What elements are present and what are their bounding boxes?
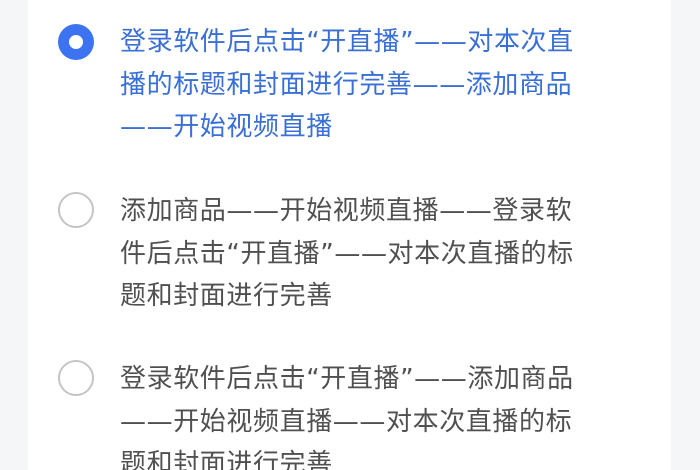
option-2-line-1: 添加商品——开始视频直播——登录软 [120, 196, 573, 226]
option-2-label: 添加商品——开始视频直播——登录软 件后点击“开直播”——对本次直播的标 题和封… [120, 190, 620, 318]
radio-checked-icon[interactable] [58, 24, 94, 60]
option-3-line-2: ——开始视频直播——对本次直播的标 [120, 406, 573, 437]
question-options-card: 登录软件后点击“开直播”——对本次直 播的标题和封面进行完善——添加商品 ——开… [28, 0, 671, 470]
radio-unchecked-icon[interactable] [58, 192, 94, 228]
option-3-line-3: 题和封面进行完善 [120, 449, 333, 470]
option-1-label: 登录软件后点击“开直播”——对本次直 播的标题和封面进行完善——添加商品 ——开… [120, 21, 620, 149]
option-2-line-2: 件后点击“开直播”——对本次直播的标 [120, 238, 574, 269]
option-1-line-3: ——开始视频直播 [120, 112, 333, 142]
option-1-line-1: 登录软件后点击“开直播”——对本次直 [120, 27, 574, 57]
option-3[interactable]: 登录软件后点击“开直播”——添加商品 ——开始视频直播——对本次直播的标 题和封… [28, 336, 671, 470]
option-2-line-3: 题和封面进行完善 [120, 281, 333, 311]
option-3-line-1: 登录软件后点击“开直播”——添加商品 [120, 364, 574, 394]
radio-unchecked-icon[interactable] [58, 360, 94, 396]
option-1[interactable]: 登录软件后点击“开直播”——对本次直 播的标题和封面进行完善——添加商品 ——开… [28, 0, 671, 168]
option-2[interactable]: 添加商品——开始视频直播——登录软 件后点击“开直播”——对本次直播的标 题和封… [28, 168, 671, 336]
option-3-label: 登录软件后点击“开直播”——添加商品 ——开始视频直播——对本次直播的标 题和封… [120, 358, 620, 470]
option-1-line-2: 播的标题和封面进行完善——添加商品 [120, 69, 573, 100]
